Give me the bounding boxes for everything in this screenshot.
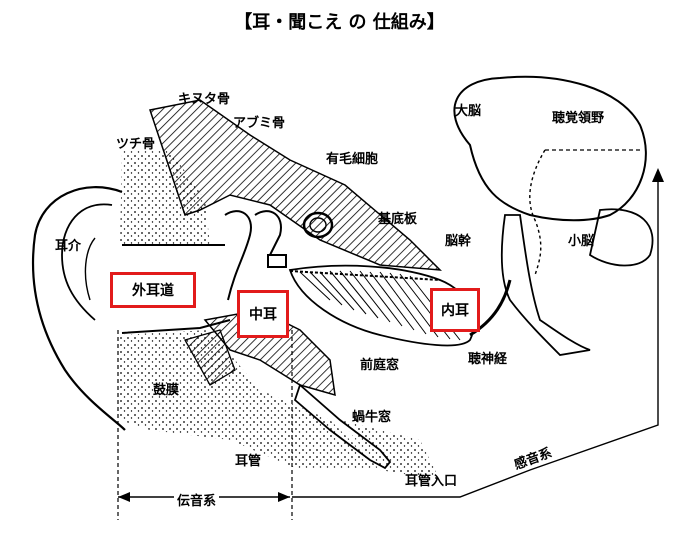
auditory-pathway [529, 149, 546, 276]
label-jikan-iriguchi: 耳管入口 [405, 474, 458, 489]
box-gaijido: 外耳道 [110, 272, 196, 308]
pinna-rim [84, 237, 96, 301]
cochlea-body [288, 264, 475, 347]
label-yuumou: 有毛細胞 [326, 152, 379, 167]
label-kagyuso: 蝸牛窓 [352, 410, 392, 425]
label-jikan: 耳管 [235, 454, 262, 469]
temporal-bone-lower [120, 330, 380, 470]
ossicle-stapes [267, 254, 287, 268]
cerebrum-outline [453, 75, 647, 222]
label-choushinkei: 聴神経 [468, 352, 508, 367]
sensory-line [292, 175, 659, 498]
label-shounou: 小脳 [568, 234, 595, 249]
page-title: 【耳・聞こえ の 仕組み】 [234, 12, 445, 33]
label-noukan: 脳幹 [445, 234, 472, 249]
brainstem [500, 214, 591, 356]
ossicle-malleus [224, 210, 252, 301]
label-abumi: アブミ骨 [233, 116, 286, 131]
middle-ear-upper [149, 99, 442, 271]
pinna-outline [31, 186, 126, 431]
label-dainou: 大脳 [455, 104, 482, 119]
label-jikai: 耳介 [55, 239, 82, 254]
label-zenteiso: 前庭窓 [360, 358, 400, 373]
ossicle-incus [254, 210, 282, 256]
box-chuji: 中耳 [237, 290, 289, 338]
label-dennon: 伝音系 [174, 490, 220, 509]
label-tsuchi: ツチ骨 [116, 137, 156, 152]
label-kitei: 基底板 [378, 212, 418, 227]
label-kinuta: キヌタ骨 [178, 92, 231, 107]
label-komaku: 鼓膜 [153, 383, 180, 398]
box-naiji: 内耳 [430, 288, 480, 332]
pinna-inner [61, 203, 113, 321]
label-choukaku: 聴覚領野 [552, 111, 605, 126]
semicircular [302, 211, 334, 239]
tympanic-area [184, 329, 236, 386]
temporal-bone [120, 150, 210, 245]
basal-membrane-line [289, 270, 441, 281]
bone-right [340, 420, 440, 480]
cerebellum [588, 208, 654, 267]
eustachian-tube [293, 383, 392, 470]
